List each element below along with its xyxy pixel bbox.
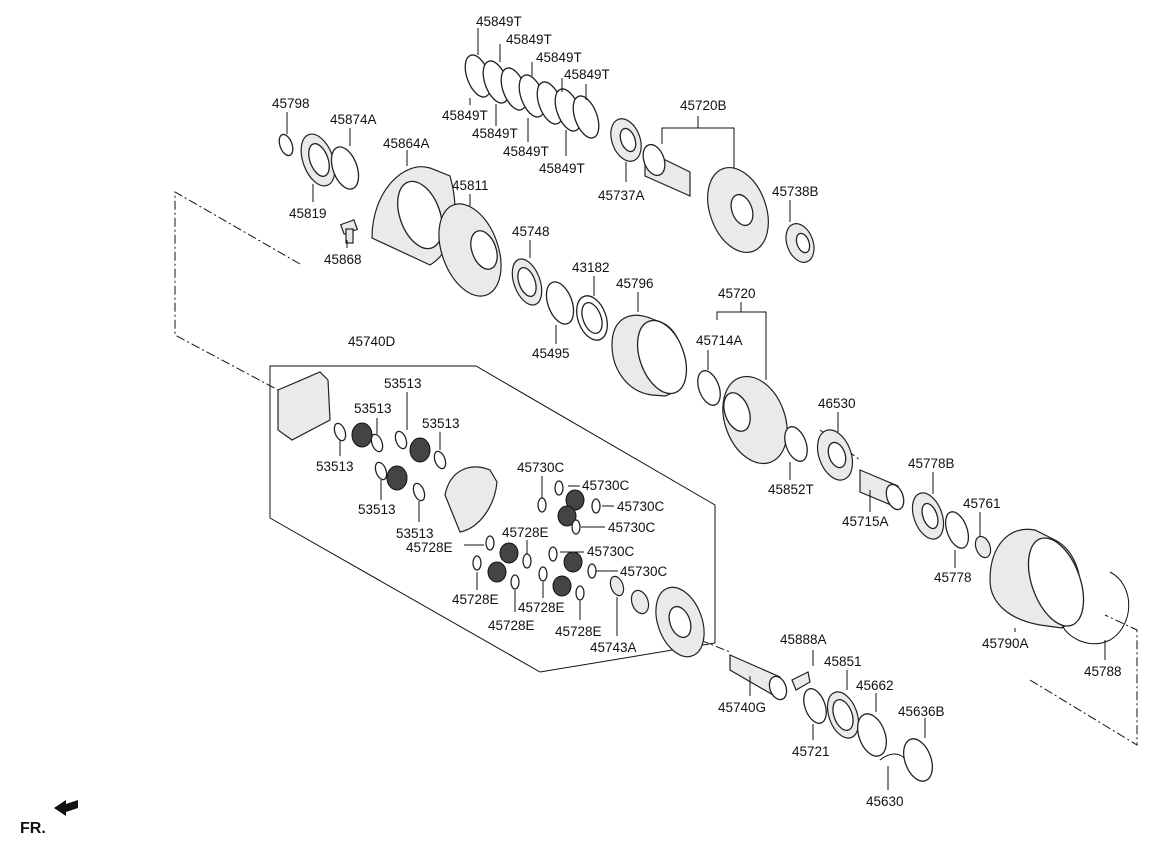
label-45849t: 45849T — [564, 67, 610, 82]
label-45790a: 45790A — [982, 636, 1029, 651]
label-53513: 53513 — [422, 416, 460, 431]
ring-45662 — [857, 713, 887, 757]
label-45662: 45662 — [856, 678, 894, 693]
seal-ring-stack — [464, 54, 600, 139]
label-45851: 45851 — [824, 654, 862, 669]
label-45748: 45748 — [512, 224, 550, 239]
carrier-45720 — [722, 375, 788, 465]
front-arrow-icon — [54, 800, 78, 816]
label-45796: 45796 — [616, 276, 654, 291]
label-45721: 45721 — [792, 744, 830, 759]
planet-carrier-internals — [277, 371, 705, 658]
label-45728e: 45728E — [502, 525, 549, 540]
ring-45852t — [784, 426, 808, 462]
label-45852t: 45852T — [768, 482, 814, 497]
front-direction-indicator: FR. — [20, 800, 78, 837]
label-45730c: 45730C — [617, 499, 665, 514]
shaft-45740g — [729, 654, 788, 701]
label-45636b: 45636B — [898, 704, 945, 719]
bolt-45868 — [339, 219, 359, 244]
label-45738b: 45738B — [772, 184, 819, 199]
label-45728e: 45728E — [518, 600, 565, 615]
label-45728e: 45728E — [555, 624, 602, 639]
bearing-45738b — [785, 223, 815, 263]
label-45730c: 45730C — [582, 478, 630, 493]
label-45849t: 45849T — [506, 32, 552, 47]
label-45730c: 45730C — [587, 544, 635, 559]
label-45714a: 45714A — [696, 333, 743, 348]
ring-45721 — [803, 688, 827, 724]
fr-label: FR. — [20, 820, 46, 837]
ring-45714a — [697, 370, 721, 406]
label-53513: 53513 — [316, 459, 354, 474]
label-45888a: 45888A — [780, 632, 827, 647]
label-45849t: 45849T — [476, 14, 522, 29]
label-45730c: 45730C — [608, 520, 656, 535]
label-53513: 53513 — [354, 401, 392, 416]
label-45798: 45798 — [272, 96, 310, 111]
label-53513: 53513 — [358, 502, 396, 517]
thrust-bearing-45748 — [511, 258, 543, 306]
label-45849t: 45849T — [539, 161, 585, 176]
label-45715a: 45715A — [842, 514, 889, 529]
bearing-45851 — [826, 691, 860, 739]
gear-45811 — [438, 203, 502, 297]
label-45788: 45788 — [1084, 664, 1122, 679]
clip-45888a — [791, 671, 811, 691]
label-43182: 43182 — [572, 260, 610, 275]
drum-45790a — [989, 528, 1085, 629]
ring-45761 — [974, 535, 992, 559]
label-45743a: 45743A — [590, 640, 637, 655]
left-rings — [278, 133, 360, 190]
drum-45796 — [611, 314, 688, 397]
shaft-45715a — [859, 469, 905, 511]
snap-ring-45788 — [1061, 571, 1130, 645]
ring-45778 — [944, 511, 970, 549]
flange-45864a — [371, 166, 456, 266]
planet-carrier-assembly-outline — [269, 365, 716, 673]
label-45728e: 45728E — [406, 540, 453, 555]
label-45849t: 45849T — [503, 144, 549, 159]
bearing-46530 — [816, 429, 854, 481]
label-46530: 46530 — [818, 396, 856, 411]
plate-45778b — [911, 492, 945, 540]
label-45740d: 45740D — [348, 334, 396, 349]
label-45730c: 45730C — [517, 460, 565, 475]
ring-45495 — [545, 281, 575, 325]
label-45720: 45720 — [718, 286, 756, 301]
ring-45636b — [903, 738, 933, 782]
clip-45630 — [879, 753, 907, 761]
label-45630: 45630 — [866, 794, 904, 809]
label-45728e: 45728E — [452, 592, 499, 607]
label-45874a: 45874A — [330, 112, 377, 127]
label-53513: 53513 — [396, 526, 434, 541]
gear-shaft-45720b — [642, 143, 769, 254]
label-45730c: 45730C — [620, 564, 668, 579]
label-45819: 45819 — [289, 206, 327, 221]
label-45849t: 45849T — [472, 126, 518, 141]
leader-lines — [286, 28, 1106, 790]
label-45864a: 45864A — [383, 136, 430, 151]
bearing-45737a — [610, 118, 642, 162]
label-45720b: 45720B — [680, 98, 727, 113]
label-45740g: 45740G — [718, 700, 766, 715]
part-labels: 45849T 45849T 45849T 45849T 45849T 45849… — [272, 14, 1122, 809]
label-53513: 53513 — [384, 376, 422, 391]
label-45868: 45868 — [324, 252, 362, 267]
label-45495: 45495 — [532, 346, 570, 361]
label-45811: 45811 — [452, 178, 489, 193]
part-43182 — [576, 295, 608, 341]
label-45849t: 45849T — [536, 50, 582, 65]
label-45849t: 45849T — [442, 108, 488, 123]
label-45778b: 45778B — [908, 456, 955, 471]
label-45728e: 45728E — [488, 618, 535, 633]
label-45737a: 45737A — [598, 188, 645, 203]
label-45778: 45778 — [934, 570, 972, 585]
label-45761: 45761 — [963, 496, 1001, 511]
